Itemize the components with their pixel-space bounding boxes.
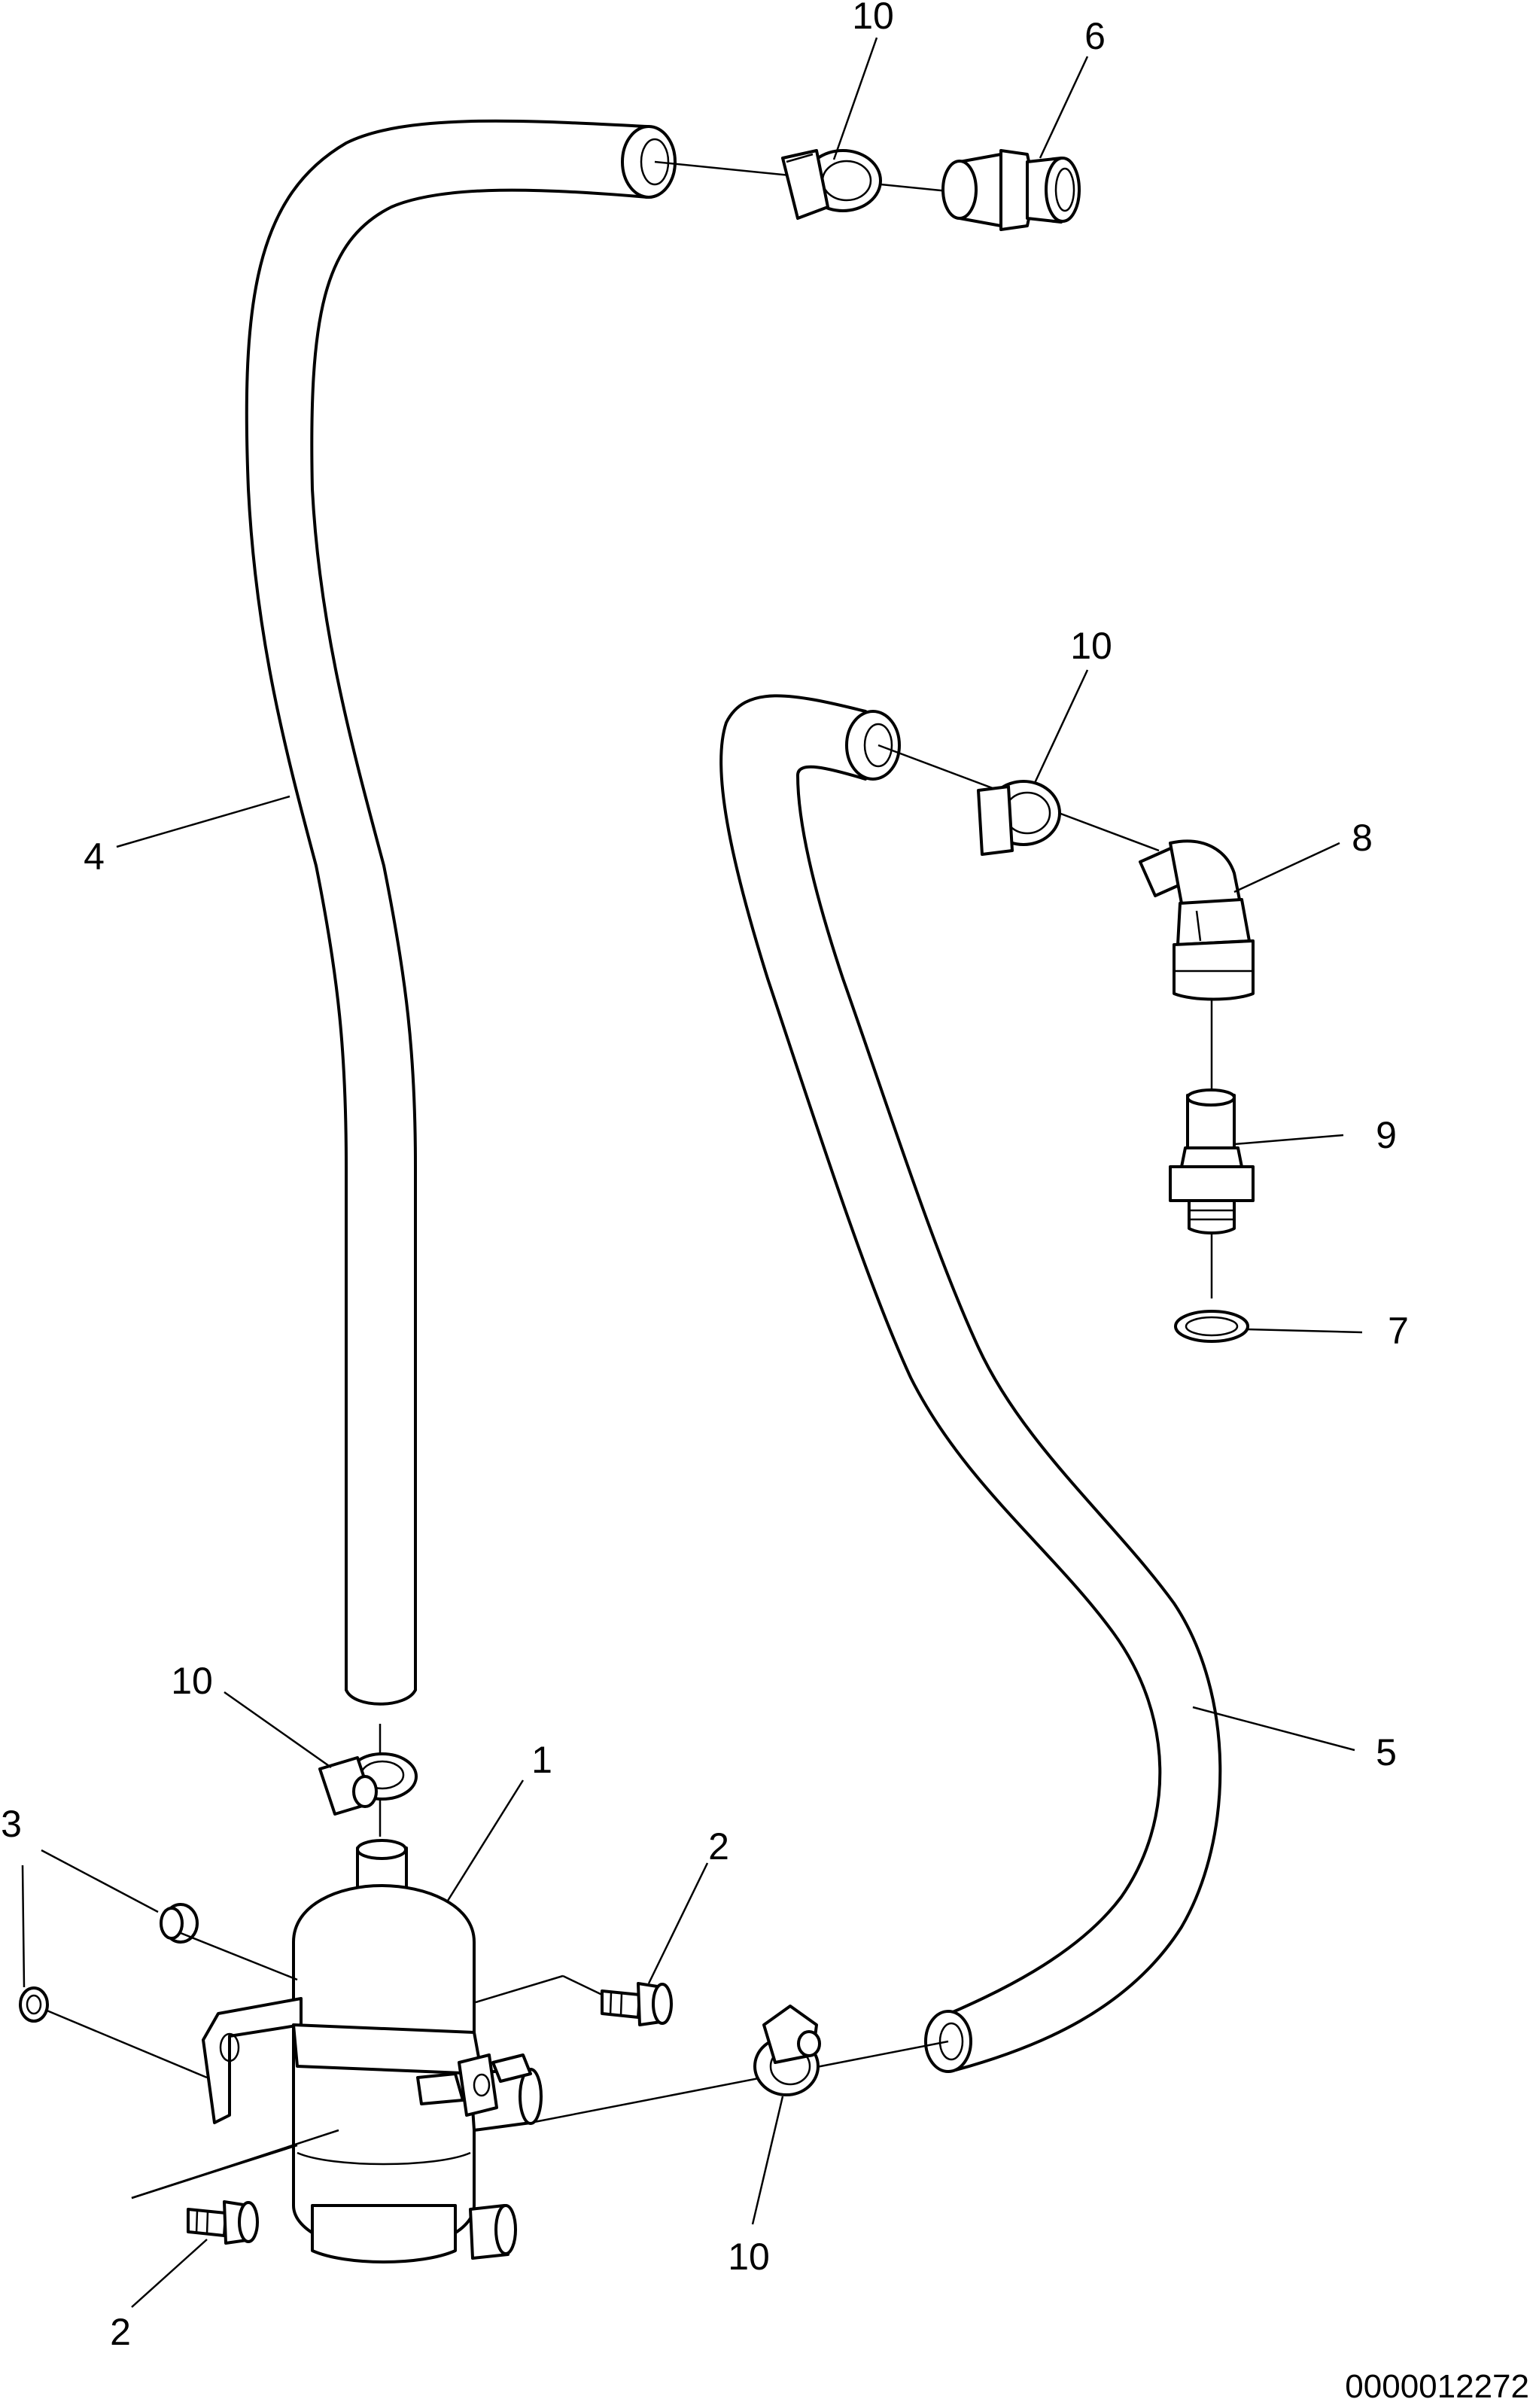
callout-7: 7 [1388,1310,1409,1352]
reference-number: 0000012272 [1345,2368,1529,2405]
assembly-axes [379,160,1213,2124]
callout-9: 9 [1376,1114,1397,1156]
callout-10-bottom: 10 [728,2236,770,2278]
callout-4: 4 [84,836,105,878]
sensor-9 [1169,1088,1255,1234]
washer-7 [1174,1310,1249,1343]
mounting-bracket [202,1997,532,2124]
callout-10-middle: 10 [1070,625,1112,667]
callout-1: 1 [531,1739,552,1781]
leader-lines [21,37,1363,2308]
callout-5: 5 [1376,1731,1397,1773]
callout-2-right: 2 [708,1825,729,1868]
hose-4 [245,119,677,1706]
bolt-2-right [601,1982,673,2026]
bolt-2-left [187,2200,259,2245]
clamp-10-top [781,149,882,220]
elbow-fitting-8 [1139,839,1255,1001]
clamp-10-bottom [753,2005,821,2096]
callout-10-left: 10 [171,1660,213,1702]
callout-2-left: 2 [110,2311,131,2353]
clamp-10-middle [977,780,1061,856]
callout-3: 3 [1,1803,22,1845]
callout-10-top: 10 [852,0,894,37]
callout-labels: 10 6 10 8 4 9 7 10 5 1 3 2 2 10 [1,0,1409,2353]
clamp-10-left [318,1752,418,1816]
hose-5 [719,694,1222,2073]
callout-8: 8 [1352,817,1373,859]
fitting-6 [941,149,1081,231]
grommet-3-upper [160,1903,199,1944]
callout-6: 6 [1084,15,1106,57]
washer-3-lower [19,1986,49,2023]
